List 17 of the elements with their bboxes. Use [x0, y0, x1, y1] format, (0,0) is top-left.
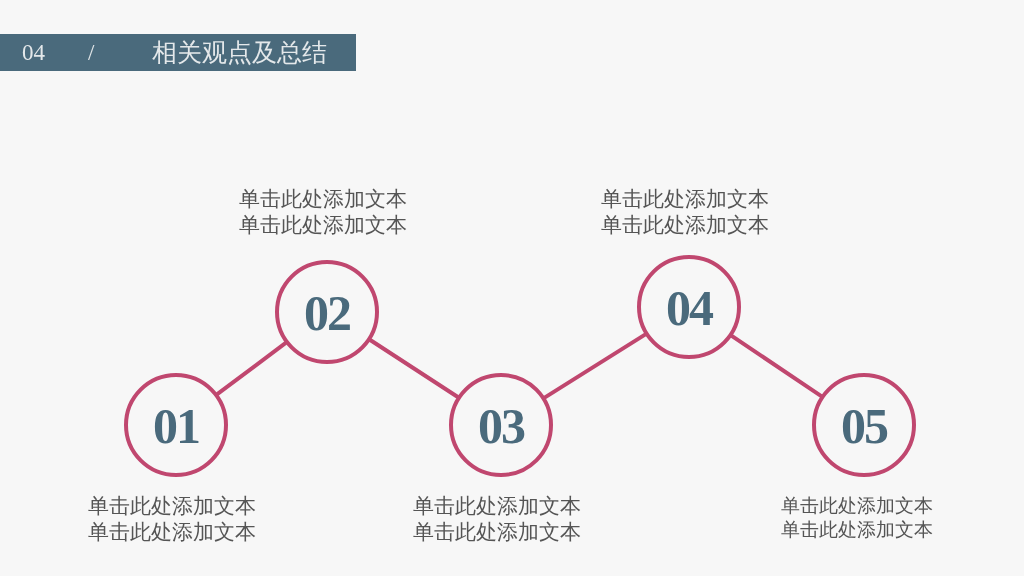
step-number: 05: [841, 401, 887, 451]
caption-text: 单击此处添加文本单击此处添加文本: [412, 493, 582, 545]
step-number: 03: [478, 401, 524, 451]
caption-text: 单击此处添加文本单击此处添加文本: [87, 493, 257, 545]
connector-line: [215, 341, 288, 396]
connector-line: [730, 334, 823, 398]
separator-text: /: [88, 39, 95, 66]
connector-line: [368, 338, 460, 399]
caption-text: 单击此处添加文本单击此处添加文本: [600, 186, 770, 238]
step-number: 02: [304, 288, 350, 338]
caption-text: 单击此处添加文本单击此处添加文本: [780, 494, 934, 542]
section-number: 04: [22, 39, 45, 66]
connector-line: [543, 332, 647, 400]
step-number: 04: [666, 283, 712, 333]
step-number: 01: [153, 401, 199, 451]
caption-text: 单击此处添加文本单击此处添加文本: [238, 186, 408, 238]
section-title: 相关观点及总结: [152, 38, 327, 67]
